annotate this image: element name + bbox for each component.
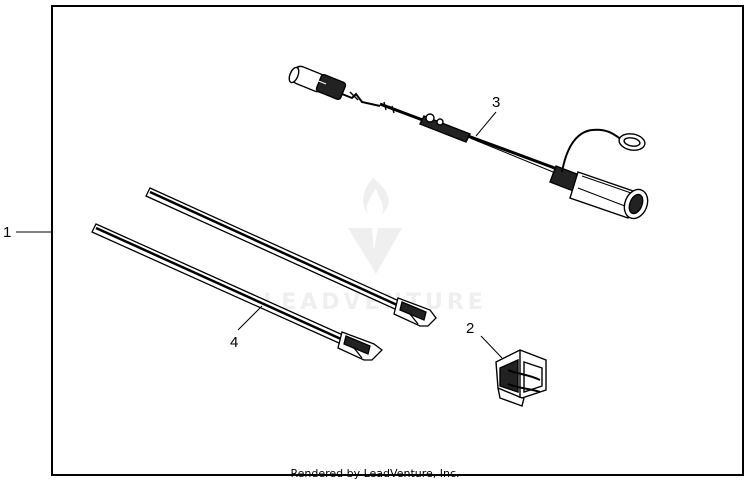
callout-3-label: 3 — [492, 94, 500, 111]
callout-3: 3 — [475, 94, 500, 137]
callout-4: 4 — [230, 305, 263, 351]
diagram-border — [51, 5, 744, 476]
callout-2: 2 — [466, 320, 503, 359]
callout-4-leader — [237, 305, 263, 331]
callout-1: 1 — [3, 224, 52, 241]
callout-2-label: 2 — [466, 320, 474, 337]
watermark-logo: LEADVENTURE — [263, 178, 483, 315]
wiring-harness-part — [288, 65, 649, 220]
callout-2-leader — [480, 335, 503, 359]
callout-1-label: 1 — [3, 224, 11, 241]
callout-3-leader — [475, 111, 497, 137]
cable-tie-upper — [145, 187, 437, 327]
footer-credit: Rendered by LeadVenture, Inc. — [290, 467, 460, 480]
callout-4-label: 4 — [230, 334, 238, 351]
mounting-clip-part — [495, 349, 547, 407]
cable-tie-lower — [91, 223, 383, 361]
